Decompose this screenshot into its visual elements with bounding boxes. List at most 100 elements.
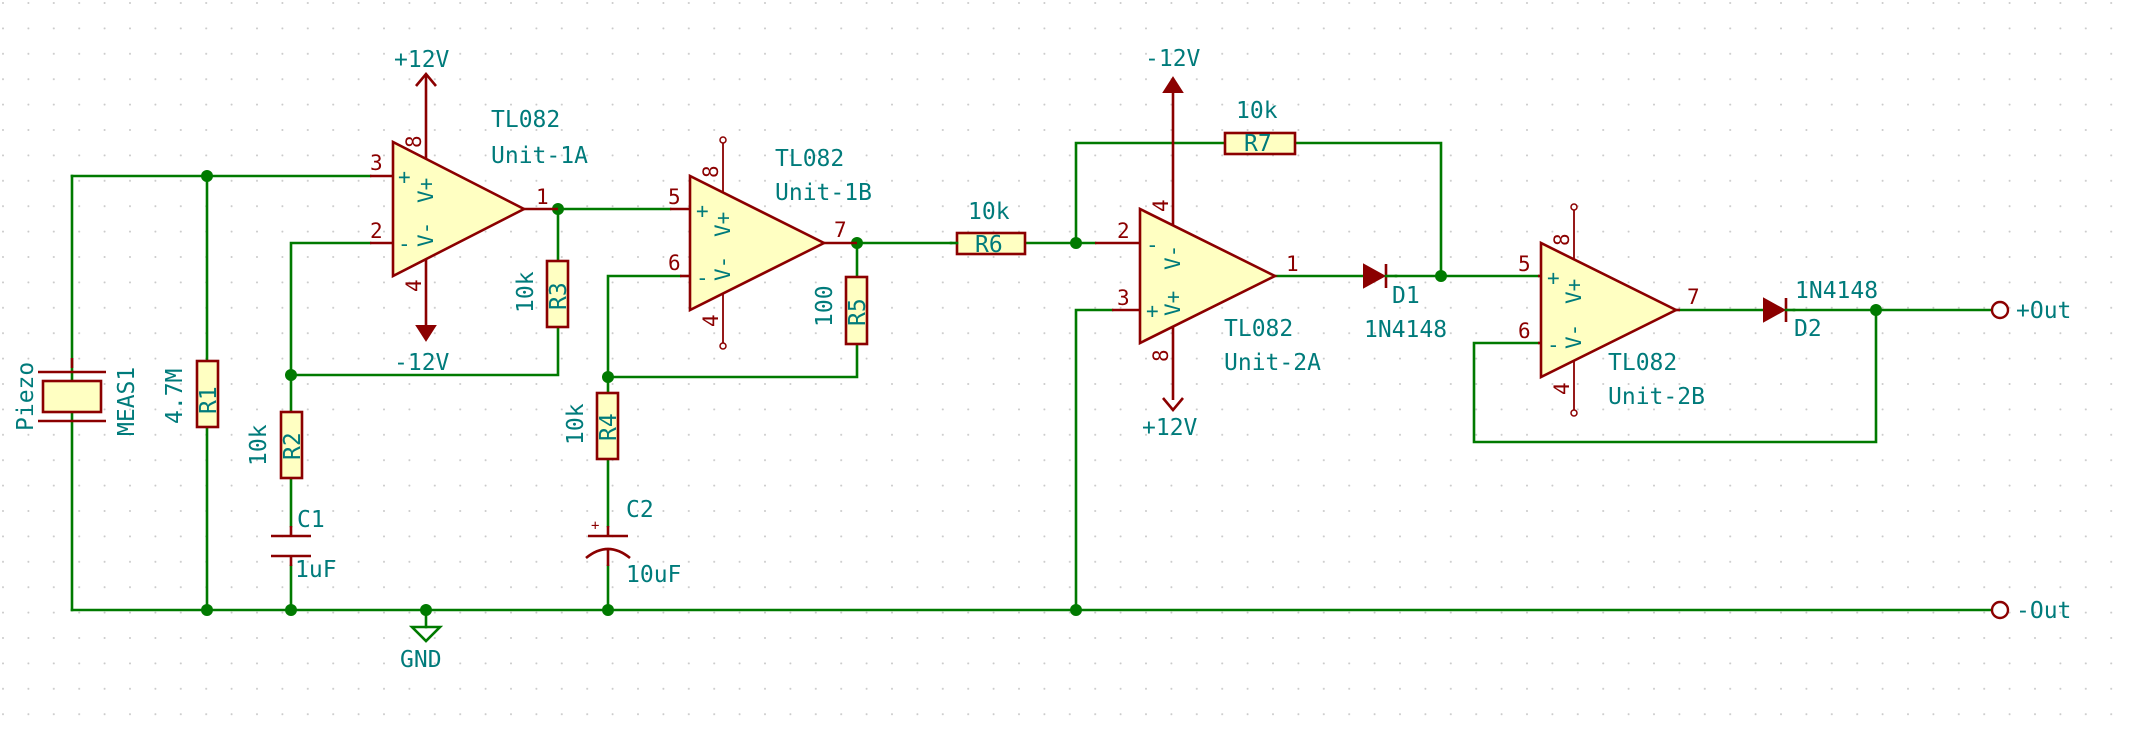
capacitor-value: 1uF xyxy=(295,557,337,583)
junction-dot xyxy=(201,604,213,616)
junction-dot xyxy=(285,369,297,381)
power-u2a-positive[interactable]: +12V xyxy=(1142,397,1198,441)
resistor-r5[interactable]: R5 100 xyxy=(812,275,871,346)
diode-ref: D2 xyxy=(1794,316,1822,342)
wire xyxy=(1472,308,1878,444)
resistor-ref: R6 xyxy=(975,232,1003,258)
pin-number: 5 xyxy=(1518,252,1531,276)
wire xyxy=(289,325,560,377)
opamp-triangle xyxy=(1138,206,1278,346)
piezo-ref: MEAS1 xyxy=(114,367,140,436)
power-label: +12V xyxy=(394,47,450,73)
piezo-meas1[interactable]: Piezo MEAS1 xyxy=(13,358,140,436)
opamp-part: TL082 xyxy=(775,146,844,172)
opamp-vplus: V+ xyxy=(1161,291,1185,316)
pin-number: 7 xyxy=(1687,285,1700,309)
opamp-u2a[interactable]: 2 3 1 4 8 - + V- V+ TL082 Unit-2A xyxy=(1095,92,1321,400)
power-u1a-positive[interactable]: +12V xyxy=(394,47,450,105)
opamp-plus-sign: + xyxy=(1547,266,1560,290)
junction-dot xyxy=(201,170,213,182)
capacitor-c2[interactable]: + C2 10uF xyxy=(585,497,681,588)
power-u1a-negative[interactable]: -12V xyxy=(394,325,450,376)
port-out-negative[interactable]: -Out xyxy=(1990,598,2071,624)
wire xyxy=(606,342,859,379)
resistor-value: 10k xyxy=(1236,98,1278,124)
diode-ref: D1 xyxy=(1392,283,1420,309)
resistor-value: 4.7M xyxy=(162,369,188,424)
opamp-vplus: V+ xyxy=(414,178,438,203)
capacitor-value: 10uF xyxy=(626,562,681,588)
resistor-r7[interactable]: R7 10k xyxy=(1223,98,1297,157)
opamp-vminus: V- xyxy=(711,256,735,281)
opamp-vminus: V- xyxy=(414,222,438,247)
diode-d2[interactable]: D2 1N4148 xyxy=(1763,278,1878,342)
opamp-unit: Unit-1A xyxy=(491,143,588,169)
port-connector-icon xyxy=(1990,300,2010,320)
pin-number: 8 xyxy=(402,135,426,148)
opamp-plus-sign: + xyxy=(696,199,709,223)
power-u2a-negative[interactable]: -12V xyxy=(1145,46,1201,93)
resistor-value: 10k xyxy=(246,424,272,466)
resistor-value: 10k xyxy=(563,403,589,445)
power-arrow-down-icon xyxy=(1162,397,1184,413)
capacitor-c1[interactable]: C1 1uF xyxy=(271,507,337,583)
diode-value: 1N4148 xyxy=(1364,317,1447,343)
resistor-ref: R1 xyxy=(196,386,222,414)
opamp-vplus: V+ xyxy=(711,212,735,237)
power-label: +12V xyxy=(1142,415,1198,441)
resistor-ref: R7 xyxy=(1244,131,1272,157)
pin-number: 7 xyxy=(834,218,847,242)
pin-number: 4 xyxy=(402,279,426,292)
pin-number: 2 xyxy=(1117,219,1130,243)
opamp-unit: Unit-1B xyxy=(775,180,872,206)
pin-number: 4 xyxy=(1149,199,1173,212)
resistor-r3[interactable]: R3 10k xyxy=(513,259,572,329)
opamp-u1a[interactable]: 3 2 1 8 4 + - V+ V- TL082 Unit-1A xyxy=(370,105,588,325)
resistor-r1[interactable]: R1 4.7M xyxy=(162,359,222,429)
ground-icon xyxy=(408,625,444,643)
resistor-ref: R3 xyxy=(546,282,572,310)
diode-triangle xyxy=(1763,297,1787,323)
opamp-plus-sign: + xyxy=(1146,299,1159,323)
wire xyxy=(1293,141,1443,278)
opamp-minus-sign: - xyxy=(1146,233,1159,257)
opamp-u1b[interactable]: 5 6 7 8 4 + - V+ V- TL082 Unit-1B xyxy=(668,136,872,350)
resistor-r2[interactable]: R2 10k xyxy=(246,410,306,480)
capacitor-plate-curved xyxy=(585,547,631,560)
opamp-part: TL082 xyxy=(1608,350,1677,376)
junction-dot xyxy=(602,604,614,616)
resistor-body xyxy=(279,410,304,480)
wire xyxy=(1074,141,1227,245)
opamp-triangle xyxy=(688,173,827,313)
ground-symbol[interactable]: GND xyxy=(400,608,444,673)
resistor-r4[interactable]: R4 10k xyxy=(563,391,622,461)
opamp-pin-endpoint xyxy=(1570,203,1578,211)
resistor-ref: R4 xyxy=(596,413,622,441)
power-label: -12V xyxy=(394,350,450,376)
opamp-minus-sign: - xyxy=(398,232,411,256)
capacitor-ref: C2 xyxy=(626,497,654,523)
opamp-plus-sign: + xyxy=(398,165,411,189)
port-out-positive[interactable]: +Out xyxy=(1990,298,2071,324)
pin-number: 8 xyxy=(699,165,723,178)
opamp-u2b[interactable]: 5 6 7 8 4 + - V+ V- TL082 Unit-2B xyxy=(1518,203,1705,417)
junction-dot xyxy=(1435,270,1447,282)
junction-dot xyxy=(285,604,297,616)
pin-number: 8 xyxy=(1550,233,1574,246)
diode-value: 1N4148 xyxy=(1795,278,1878,304)
opamp-vminus: V- xyxy=(1562,324,1586,349)
opamp-part: TL082 xyxy=(1224,316,1293,342)
opamp-pin-endpoint xyxy=(719,136,727,144)
pin-number: 3 xyxy=(370,151,383,175)
junction-dot xyxy=(1070,604,1082,616)
diode-d1[interactable]: D1 1N4148 xyxy=(1363,263,1447,343)
power-arrow-up-icon xyxy=(1162,76,1184,93)
resistor-r6[interactable]: R6 10k xyxy=(949,199,1027,258)
resistor-body xyxy=(1223,131,1297,156)
resistor-value: 100 xyxy=(812,285,838,327)
ground-label: GND xyxy=(400,647,442,673)
pin-number: 5 xyxy=(668,185,681,209)
opamp-minus-sign: - xyxy=(1547,333,1560,357)
